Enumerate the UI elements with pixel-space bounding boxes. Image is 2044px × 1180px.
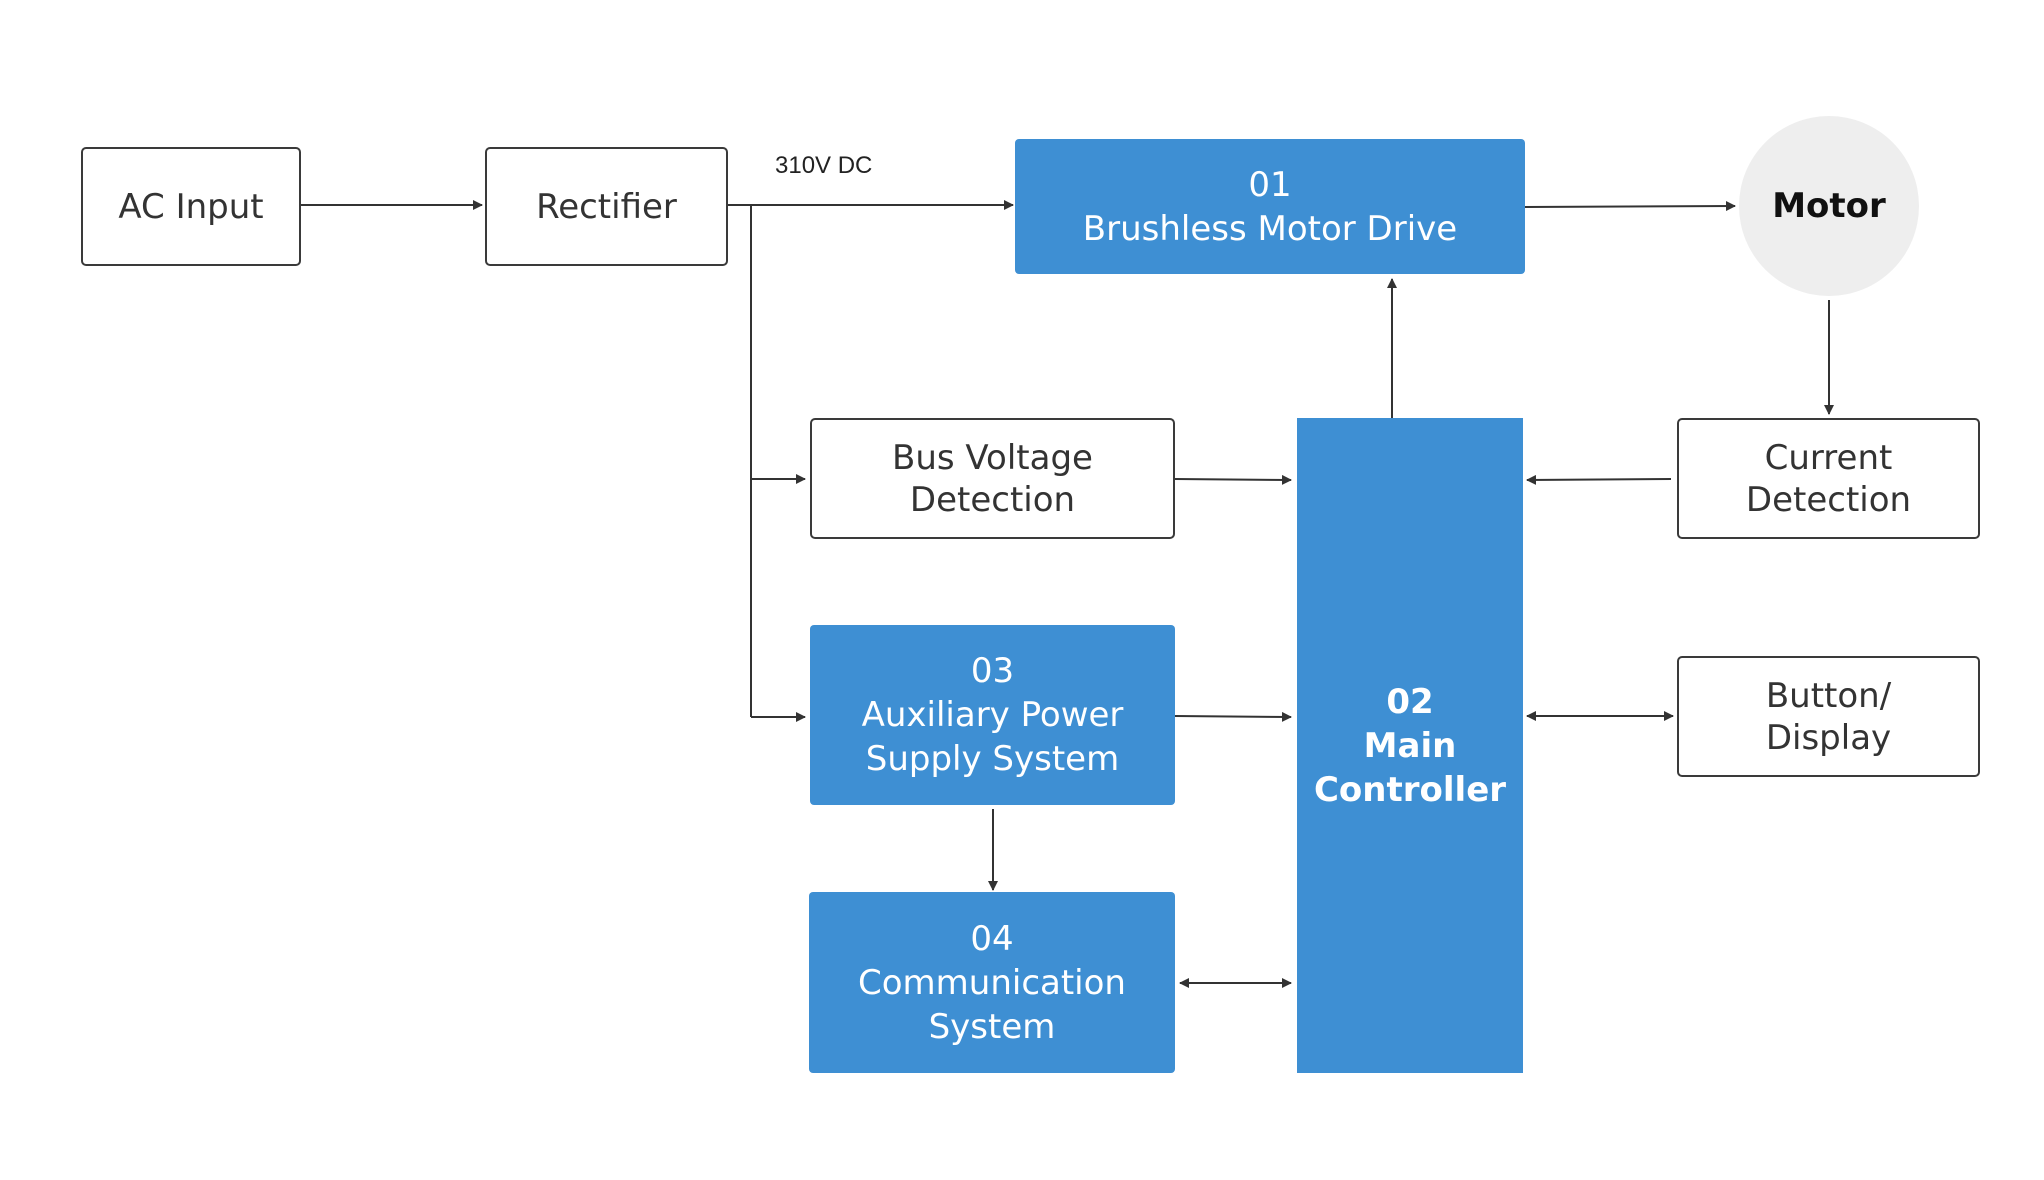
arrow-current-detection-to-controller [1526,474,1672,485]
bus-voltage-label-line2: Detection [909,479,1076,520]
main-controller-label-line1: Main [1363,725,1457,766]
aux-power-number: 03 [970,651,1015,691]
communication-node: 04 Communication System [809,892,1175,1073]
motor-node: Motor [1739,116,1919,296]
bus-voltage-label-line1: Bus Voltage [892,437,1093,478]
communication-label-line1: Communication [858,962,1126,1003]
current-detection-node: Current Detection [1677,418,1980,539]
dc-bus-label: 310V DC [775,152,873,179]
button-display-node: Button/ Display [1677,656,1980,777]
arrow-bus-voltage-to-controller [1174,474,1292,485]
aux-power-label-line1: Auxiliary Power [861,695,1124,735]
ac-input-label: AC Input [118,186,264,227]
current-detection-label-line2: Detection [1745,479,1912,520]
arrow-aux-power-to-controller [1174,711,1292,722]
arrow-motor-drive-to-motor [1524,201,1736,212]
button-display-label-line1: Button/ [1765,675,1892,716]
bus-voltage-node: Bus Voltage Detection [810,418,1175,539]
aux-power-node: 03 Auxiliary Power Supply System [810,625,1175,805]
motor-drive-node: 01 Brushless Motor Drive [1015,139,1525,274]
motor-drive-label: Brushless Motor Drive [1082,208,1458,249]
main-controller-number: 02 [1386,681,1434,722]
aux-power-label-line2: Supply System [865,739,1120,779]
button-display-label-line2: Display [1765,717,1892,758]
ac-input-node: AC Input [81,147,301,266]
motor-label: Motor [1772,186,1886,226]
motor-drive-number: 01 [1248,164,1292,205]
main-controller-label-line2: Controller [1313,769,1507,810]
rectifier-node: Rectifier [485,147,728,266]
communication-label-line2: System [928,1006,1056,1047]
main-controller-node: 02 Main Controller [1297,418,1523,1073]
rectifier-label: Rectifier [536,186,677,227]
current-detection-label-line1: Current [1764,437,1893,478]
communication-number: 04 [970,918,1014,959]
